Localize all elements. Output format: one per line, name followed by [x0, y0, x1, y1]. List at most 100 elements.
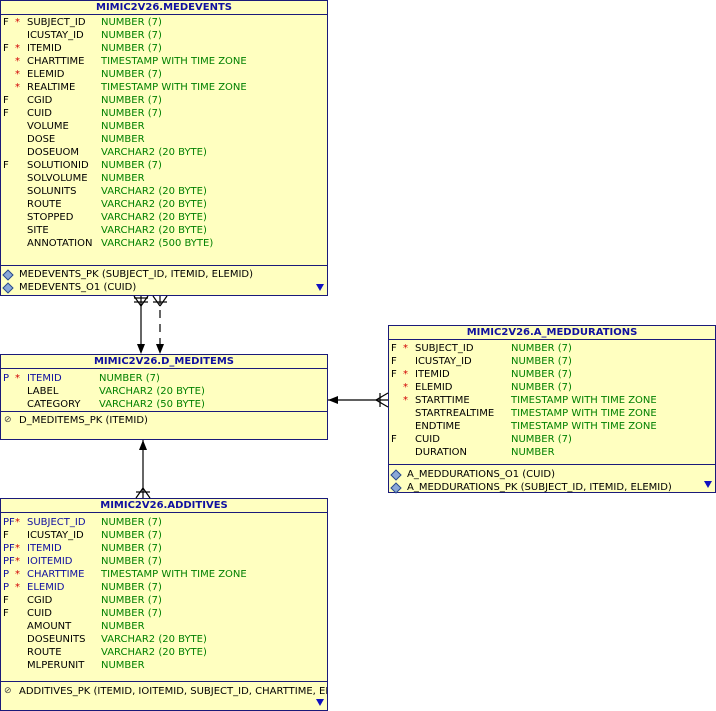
key-marker: F [3, 95, 9, 106]
column-name: SUBJECT_ID [415, 343, 474, 354]
index-row[interactable]: A_MEDDURATIONS_O1 (CUID) [389, 468, 715, 481]
column-type: NUMBER (7) [101, 95, 162, 106]
index-row[interactable]: MEDEVENTS_O1 (CUID) [1, 281, 327, 294]
mandatory-marker: * [403, 395, 408, 406]
relationship-medevents-solutionid[interactable] [152, 295, 168, 354]
column-name: CUID [415, 434, 440, 445]
column-name: ITEMID [27, 543, 62, 554]
index-row[interactable]: MEDEVENTS_PK (SUBJECT_ID, ITEMID, ELEMID… [1, 268, 327, 281]
relationship-additives-itemid[interactable] [135, 440, 151, 499]
column-name: CUID [27, 108, 52, 119]
column-type: NUMBER [511, 447, 555, 458]
column-name: AMOUNT [27, 621, 72, 632]
column-type: VARCHAR2 (20 BYTE) [101, 225, 207, 236]
index-separator [389, 464, 715, 465]
key-marker: PF [3, 556, 15, 567]
column-name: SUBJECT_ID [27, 17, 86, 28]
column-type: NUMBER (7) [99, 373, 160, 384]
column-name: STARTTIME [415, 395, 470, 406]
column-type: NUMBER (7) [101, 17, 162, 28]
column-name: ELEMID [27, 582, 65, 593]
column-name: STOPPED [27, 212, 74, 223]
index-row[interactable]: ⊘ADDITIVES_PK (ITEMID, IOITEMID, SUBJECT… [1, 685, 327, 698]
key-marker: P [3, 582, 10, 593]
more-indicator-icon[interactable] [316, 284, 324, 291]
column-name: LABEL [27, 386, 59, 397]
column-type: VARCHAR2 (20 BYTE) [101, 634, 207, 645]
key-marker: P [3, 373, 10, 384]
more-indicator-icon[interactable] [704, 481, 712, 488]
relationship-medevents-itemid[interactable] [133, 295, 149, 354]
mandatory-marker: * [15, 69, 20, 80]
column-name: DOSE [27, 134, 56, 145]
column-type: NUMBER [101, 660, 145, 671]
index-list: ⊘D_MEDITEMS_PK (ITEMID) [1, 414, 327, 427]
relationship-a-meddurations-itemid[interactable] [328, 392, 389, 408]
index-text: A_MEDDURATIONS_O1 (CUID) [407, 469, 556, 480]
index-separator [1, 265, 327, 266]
index-separator [1, 681, 327, 682]
column-type: TIMESTAMP WITH TIME ZONE [101, 569, 247, 580]
index-row[interactable]: ⊘D_MEDITEMS_PK (ITEMID) [1, 414, 327, 427]
column-name: STARTREALTIME [415, 408, 495, 419]
column-type: NUMBER (7) [511, 356, 572, 367]
key-marker: F [3, 160, 9, 171]
table-title: MIMIC2V26.A_MEDDURATIONS [389, 326, 715, 340]
index-row[interactable]: A_MEDDURATIONS_PK (SUBJECT_ID, ITEMID, E… [389, 481, 715, 494]
column-row[interactable]: DOSE NUMBER [1, 133, 327, 146]
column-type: NUMBER [101, 134, 145, 145]
column-name: DOSEUOM [27, 147, 80, 158]
column-name: ELEMID [415, 382, 453, 393]
more-indicator-icon[interactable] [316, 699, 324, 706]
column-type: NUMBER (7) [101, 30, 162, 41]
column-type: NUMBER (7) [101, 160, 162, 171]
column-type: NUMBER (7) [101, 608, 162, 619]
